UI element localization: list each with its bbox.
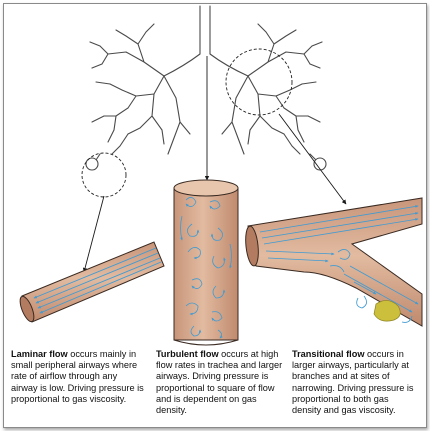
flow-arrow-icon: [259, 205, 419, 323]
airway-tree-icon: [85, 5, 327, 171]
caption-turbulent-text: occurs at high flow rates in trachea and…: [156, 349, 283, 416]
flow-arrow-icon: [180, 197, 232, 339]
flow-arrow-icon: [33, 247, 162, 314]
plaque: [373, 300, 401, 322]
caption-turbulent-term: Turbulent flow: [156, 349, 219, 359]
diagram-frame: Laminar flow occurs mainly in small peri…: [3, 3, 427, 428]
caption-laminar-text: occurs mainly in small peripheral airway…: [11, 349, 144, 404]
caption-turbulent: Turbulent flow occurs at high flow rates…: [156, 349, 284, 416]
caption-transitional-text: occurs in larger airways, particularly a…: [292, 349, 414, 416]
caption-laminar: Laminar flow occurs mainly in small peri…: [11, 349, 144, 405]
caption-laminar-term: Laminar flow: [11, 349, 68, 359]
turbulent-airway: [173, 179, 239, 346]
airflow-illustration: [19, 5, 423, 346]
magnifier-circle-icon: [225, 48, 293, 116]
pointer-arrow-icon: [82, 56, 347, 273]
magnifier-circle-icon: [81, 152, 127, 198]
laminar-airway: [19, 241, 165, 323]
caption-transitional-term: Transitional flow: [292, 349, 365, 359]
caption-transitional: Transitional flow occurs in larger airwa…: [292, 349, 420, 416]
transitional-airway: [245, 197, 423, 327]
